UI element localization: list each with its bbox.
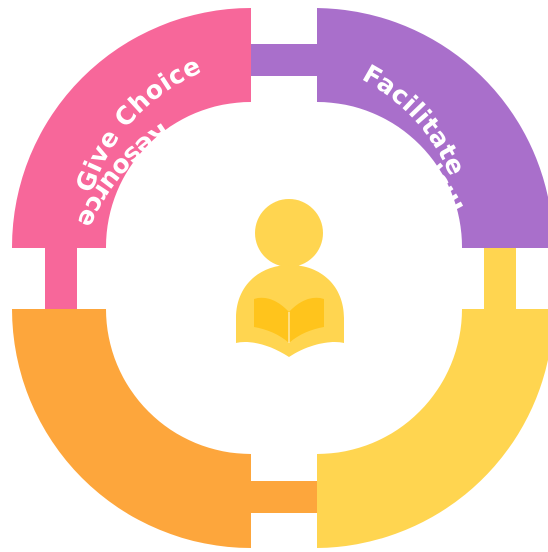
segment-resource xyxy=(12,309,251,548)
connector-right xyxy=(484,247,516,309)
connector-bottom xyxy=(251,481,317,513)
reader-icon xyxy=(236,199,344,357)
segment-give-choice xyxy=(12,8,251,248)
segment-inspire xyxy=(317,309,548,548)
reader-head xyxy=(255,199,323,267)
book-icon xyxy=(254,297,324,343)
connector-left xyxy=(45,247,77,309)
connector-top xyxy=(251,44,317,76)
segment-facilitate xyxy=(317,8,548,248)
